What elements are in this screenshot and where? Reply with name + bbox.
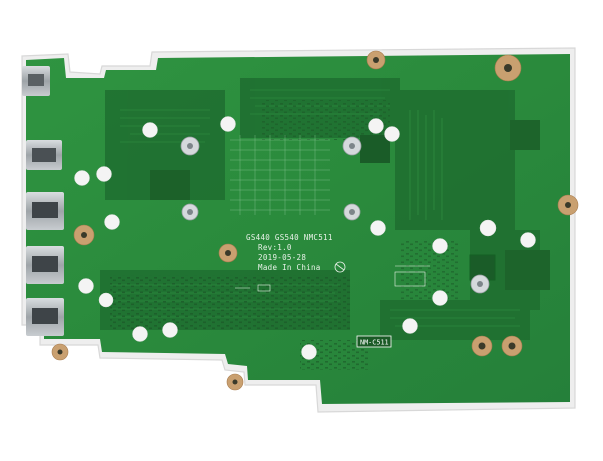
- side-connectors: [22, 66, 64, 336]
- ic-chips: [150, 120, 550, 290]
- screw-pads: [180, 136, 490, 294]
- silk-marks: [235, 265, 430, 292]
- silkscreen-text: GS440 GS540 NMC511 Rev:1.0 2019-05-28 Ma…: [246, 233, 346, 273]
- board-label: NM-C511: [360, 339, 389, 347]
- test-grid: [230, 135, 330, 215]
- ground-symbol: [334, 261, 346, 273]
- pcb-traces: [110, 89, 520, 327]
- origin-text: Made In China: [258, 263, 321, 272]
- gold-pads: [51, 50, 579, 391]
- model-line: GS440 GS540 NMC511: [246, 233, 333, 242]
- board-label-box: NM-C511: [356, 335, 392, 348]
- white-holes: [74, 116, 536, 360]
- manufacture-date: 2019-05-28: [258, 253, 306, 262]
- revision: Rev:1.0: [258, 243, 292, 252]
